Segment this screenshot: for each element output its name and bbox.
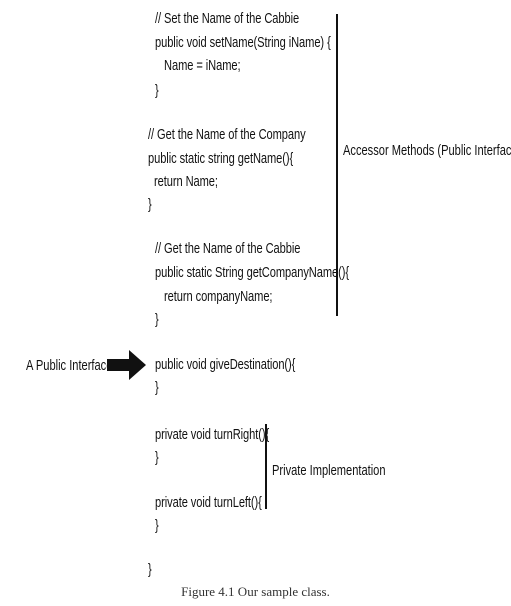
code-comment-set-name: // Set the Name of the Cabbie bbox=[155, 10, 300, 27]
accessor-methods-label: Accessor Methods (Public Interfaces) bbox=[343, 142, 511, 159]
code-line-set-name-signature: public void setName(String iName) { bbox=[155, 34, 331, 51]
figure-caption: Figure 4.1 Our sample class. bbox=[181, 584, 330, 599]
private-implementation-label: Private Implementation bbox=[272, 462, 386, 479]
code-line-get-company-name-body: return companyName; bbox=[155, 288, 273, 305]
code-line-give-destination-signature: public void giveDestination(){ bbox=[155, 356, 296, 373]
code-line-turn-left-close: } bbox=[155, 517, 159, 534]
code-line-set-name-close: } bbox=[155, 82, 159, 99]
code-line-set-name-body: Name = iName; bbox=[155, 57, 241, 74]
public-interface-label: A Public Interface bbox=[26, 357, 113, 374]
code-line-give-destination-close: } bbox=[155, 379, 159, 396]
code-line-get-name-signature: public static string getName(){ bbox=[148, 150, 294, 167]
code-line-get-name-body: return Name; bbox=[148, 173, 218, 190]
accessor-methods-bracket bbox=[336, 14, 338, 316]
code-line-get-company-name-signature: public static String getCompanyName(){ bbox=[155, 264, 349, 281]
private-implementation-bracket bbox=[265, 424, 267, 509]
code-line-turn-left-signature: private void turnLeft(){ bbox=[155, 494, 262, 511]
code-line-get-name-close: } bbox=[148, 196, 152, 213]
code-comment-get-company-name: // Get the Name of the Cabbie bbox=[155, 240, 301, 257]
code-line-turn-right-close: } bbox=[155, 449, 159, 466]
code-comment-get-name: // Get the Name of the Company bbox=[148, 126, 306, 143]
code-line-get-company-name-close: } bbox=[155, 311, 159, 328]
code-line-class-close: } bbox=[148, 561, 152, 578]
code-line-turn-right-signature: private void turnRight(){ bbox=[155, 426, 270, 443]
right-arrow-icon bbox=[107, 350, 146, 380]
